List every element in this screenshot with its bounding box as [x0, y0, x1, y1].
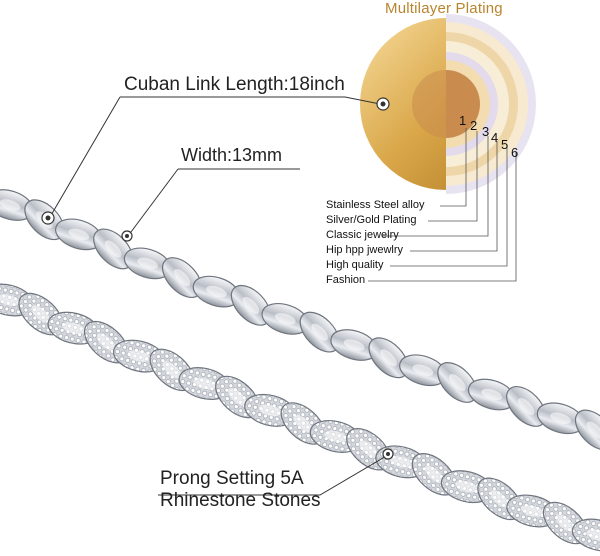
layer-label-hiphop: Hip hpp jwewlry	[326, 244, 404, 256]
layer-label-fashion: Fashion	[326, 274, 366, 286]
chain-link-highlight	[173, 269, 191, 287]
iced-chain-link-highlight	[555, 514, 575, 532]
iced-chain	[0, 283, 600, 552]
chain-link-highlight	[412, 364, 434, 376]
plating-leader-lines	[368, 128, 517, 282]
iced-chain-link-highlight	[162, 361, 182, 379]
layer-number-1: 1	[459, 113, 467, 128]
iced-chain-link-highlight	[424, 465, 444, 484]
iced-chain-link-highlight	[62, 322, 85, 334]
iced-chain-link-highlight	[455, 480, 479, 493]
length-callout-line	[120, 96, 381, 105]
chain-link-highlight	[449, 373, 466, 391]
layer-number-5: 5	[501, 137, 509, 152]
width-leader	[127, 168, 179, 237]
layer-label-classic: Classic jewelry	[326, 229, 399, 241]
chain-link-highlight	[137, 257, 159, 270]
iced-chain-link-highlight	[228, 388, 247, 406]
chain-link-highlight	[206, 285, 227, 298]
prong-callout-line	[158, 454, 389, 496]
layer-number-2: 2	[470, 118, 478, 133]
iced-chain-link-highlight	[490, 490, 510, 508]
prong-callout-line1: Prong Setting 5A	[160, 468, 304, 489]
chain-link-highlight	[0, 199, 21, 211]
iced-chain-link-highlight	[359, 440, 378, 458]
callout-target-icons	[41, 97, 394, 460]
iced-chain-link-highlight	[521, 505, 544, 517]
length-callout: Cuban Link Length:18inch	[124, 74, 345, 95]
prong-callout: Prong Setting 5A Rhinestone Stones	[160, 468, 321, 512]
gold-half-disc	[360, 18, 446, 190]
iced-chain-link-highlight	[586, 529, 600, 541]
chain-link-highlight	[104, 240, 122, 258]
iced-chain-link-highlight	[324, 430, 348, 443]
layer-label-quality: High quality	[326, 259, 384, 271]
width-callout: Width:13mm	[181, 145, 283, 165]
iced-chain-link-highlight	[0, 294, 20, 306]
iced-chain-link-highlight	[389, 456, 413, 468]
layer-rings	[446, 14, 536, 194]
chain-link-highlight	[343, 339, 365, 351]
chain-link-highlight	[274, 313, 296, 325]
chain-link-highlight	[517, 397, 535, 415]
plating-title: Multilayer Plating	[385, 0, 503, 17]
chain-link-highlight	[311, 323, 328, 341]
layer-label-stainless: Stainless Steel alloy	[326, 199, 425, 211]
iced-chain-link-highlight	[127, 350, 151, 362]
chain-link-highlight	[550, 412, 571, 424]
iced-chain-link-highlight	[193, 377, 217, 390]
length-leader	[49, 96, 121, 218]
layer-number-6: 6	[511, 145, 519, 160]
chain-link-highlight	[586, 421, 600, 439]
layer-number-4: 4	[491, 130, 499, 145]
iced-chain-link-highlight	[258, 404, 282, 417]
iced-chain-link-highlight	[293, 414, 313, 433]
iced-chain-link-highlight	[96, 333, 116, 351]
prong-callout-line2: Rhinestone Stones	[160, 490, 321, 511]
layer-number-3: 3	[482, 124, 490, 139]
chain-link-highlight	[481, 388, 503, 401]
chain-link-highlight	[380, 349, 397, 367]
chain-link-highlight	[68, 228, 90, 241]
chain-link-highlight	[242, 296, 260, 314]
iced-chain-link-highlight	[31, 305, 51, 323]
layer-label-plating: Silver/Gold Plating	[326, 214, 417, 226]
plain-chain	[0, 189, 600, 451]
